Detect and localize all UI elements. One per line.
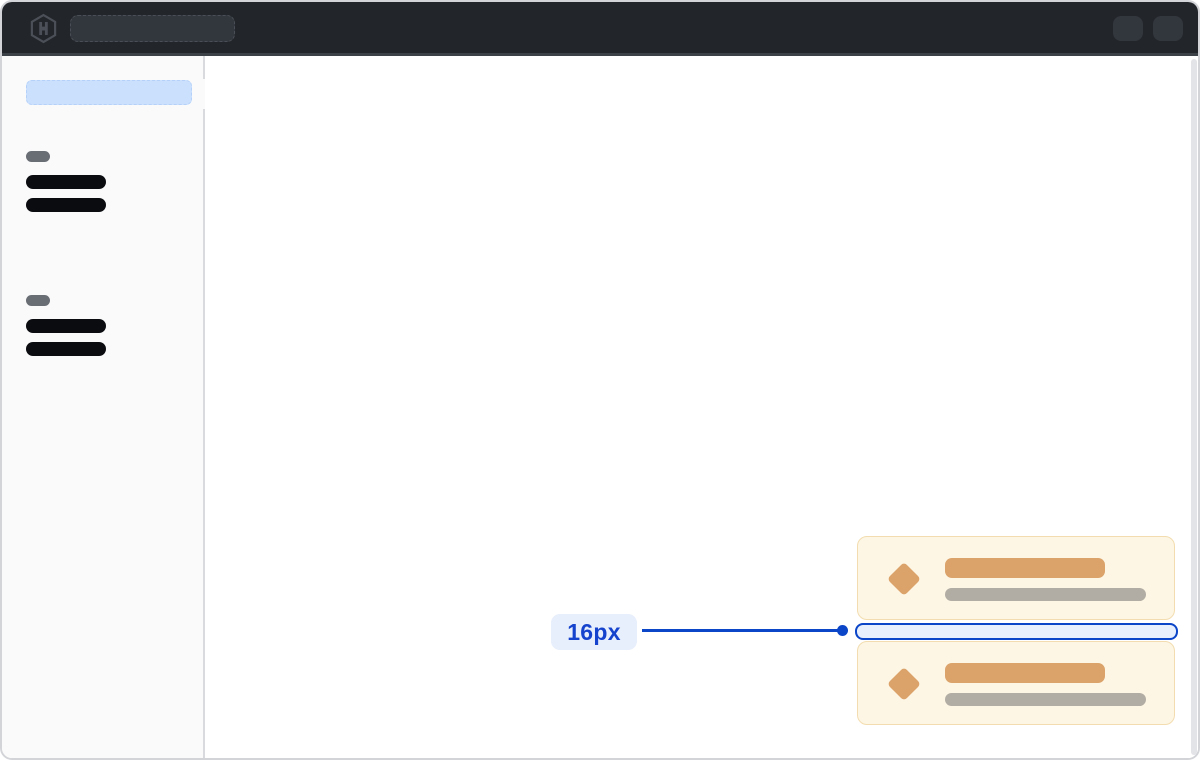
- card-title-skeleton: [945, 663, 1105, 683]
- measurement-line: [642, 629, 839, 632]
- sidebar-group-label-skeleton: [26, 295, 50, 306]
- diamond-icon: [887, 562, 921, 596]
- sidebar-item-skeleton[interactable]: [26, 175, 106, 189]
- measurement-label: 16px: [551, 614, 637, 650]
- search-input-skeleton[interactable]: [70, 15, 235, 42]
- card[interactable]: [857, 641, 1175, 725]
- measurement-dot: [837, 625, 848, 636]
- sidebar-active-item-skeleton[interactable]: [26, 80, 192, 105]
- navbar-action-skeleton[interactable]: [1153, 16, 1183, 41]
- sidebar-item-skeleton[interactable]: [26, 342, 106, 356]
- card[interactable]: [857, 536, 1175, 620]
- diamond-icon: [887, 667, 921, 701]
- sidebar-item-skeleton[interactable]: [26, 319, 106, 333]
- navbar-action-skeleton[interactable]: [1113, 16, 1143, 41]
- sidebar: [2, 56, 205, 758]
- sidebar-item-skeleton[interactable]: [26, 198, 106, 212]
- sidebar-group-label-skeleton: [26, 151, 50, 162]
- hashicorp-logo-icon: [28, 13, 59, 44]
- scrollbar-track[interactable]: [1191, 59, 1197, 755]
- gap-highlight: [855, 623, 1178, 640]
- card-subtitle-skeleton: [945, 693, 1146, 706]
- card-title-skeleton: [945, 558, 1105, 578]
- card-subtitle-skeleton: [945, 588, 1146, 601]
- top-navbar: [2, 2, 1198, 56]
